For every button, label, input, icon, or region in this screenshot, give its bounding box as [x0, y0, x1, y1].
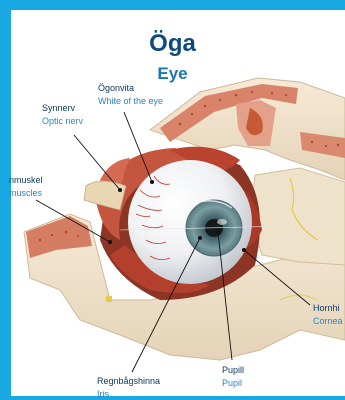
- label-iris: Regnbågshinna Iris: [97, 375, 160, 400]
- label-pupil-sv: Pupill: [222, 364, 244, 377]
- label-optic-nerve: Synnerv Optic nerv: [42, 102, 83, 128]
- label-cornea-sv: Hornhi: [313, 302, 343, 315]
- label-iris-sv: Regnbågshinna: [97, 375, 160, 388]
- title-english: Eye: [0, 64, 345, 84]
- label-pupil-en: Pupil: [222, 377, 244, 390]
- label-pupil: Pupill Pupil: [222, 364, 244, 390]
- label-iris-en: Iris: [97, 388, 160, 400]
- label-cornea-en: Cornea: [313, 315, 343, 328]
- label-optic-nerve-sv: Synnerv: [42, 102, 83, 115]
- label-white-of-eye: Ögonvita White of the eye: [98, 82, 163, 108]
- label-optic-nerve-en: Optic nerv: [42, 115, 83, 128]
- label-muscles-en: muscles: [9, 187, 43, 200]
- label-cornea: Hornhi Cornea: [313, 302, 343, 328]
- label-muscles-sv: nmuskel: [9, 174, 43, 187]
- label-white-of-eye-sv: Ögonvita: [98, 82, 163, 95]
- label-white-of-eye-en: White of the eye: [98, 95, 163, 108]
- label-muscles: nmuskel muscles: [9, 174, 43, 200]
- title-swedish: Öga: [0, 30, 345, 58]
